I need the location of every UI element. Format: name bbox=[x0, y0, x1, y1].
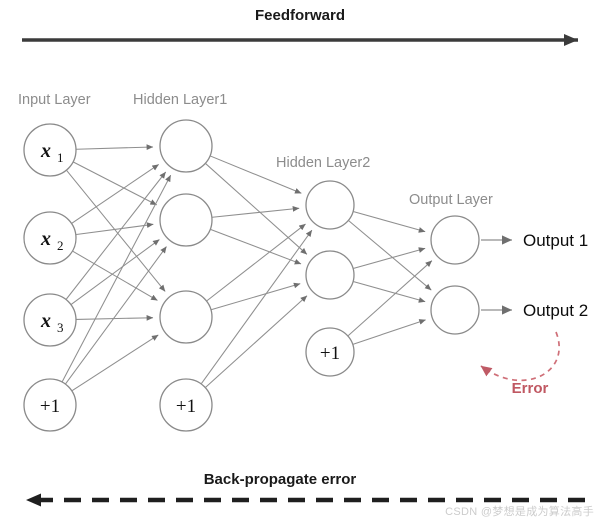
edge-h2-1-to-o1 bbox=[353, 211, 426, 233]
edge-h1-bias-to-h2-1 bbox=[201, 229, 313, 384]
layer-label-input: Input Layer bbox=[18, 92, 91, 108]
node-circle-x2 bbox=[23, 211, 77, 265]
node-h1-3 bbox=[159, 290, 213, 344]
output-2-label: Output 2 bbox=[523, 301, 588, 320]
error-label: Error bbox=[512, 380, 549, 397]
node-circle-in-bias bbox=[23, 378, 77, 432]
feedforward-header: Feedforward bbox=[22, 7, 578, 46]
edge-x3-to-h1-2 bbox=[71, 239, 160, 305]
edge-x2-to-h1-2 bbox=[76, 222, 154, 236]
node-label-h2-bias: +1 bbox=[320, 343, 340, 364]
error-curve-arrow bbox=[480, 331, 560, 382]
node-circle-h2-bias bbox=[305, 327, 355, 377]
edge-h2-bias-to-o1 bbox=[347, 260, 433, 337]
node-label-x1: x bbox=[40, 140, 51, 162]
backprop-footer: Back-propagate error bbox=[26, 471, 585, 507]
node-circle-h1-bias bbox=[159, 378, 213, 432]
edge-in-bias-to-h1-1 bbox=[61, 174, 172, 382]
node-h2-1 bbox=[305, 180, 355, 230]
edge-x3-to-h1-3 bbox=[76, 314, 154, 321]
backprop-title: Back-propagate error bbox=[204, 471, 357, 488]
node-circle-h1-1 bbox=[159, 119, 213, 173]
layer-label-hidden2: Hidden Layer2 bbox=[276, 155, 370, 171]
node-circle-x1 bbox=[23, 123, 77, 177]
edge-h2-2-to-o1 bbox=[353, 247, 426, 269]
node-o1 bbox=[430, 215, 480, 265]
edge-x3-to-h1-1 bbox=[65, 171, 167, 300]
layer-labels: Input Layer Hidden Layer1 Hidden Layer2 … bbox=[18, 92, 493, 208]
edge-h1-2-to-h2-1 bbox=[212, 205, 300, 218]
node-h1-bias: +1 bbox=[159, 378, 213, 432]
node-subscript-x1: 1 bbox=[57, 150, 64, 165]
layer-label-output: Output Layer bbox=[409, 192, 493, 208]
edge-x1-to-h1-2 bbox=[73, 161, 157, 206]
edge-h1-bias-to-h2-2 bbox=[205, 295, 308, 388]
edge-in-bias-to-h1-3 bbox=[71, 334, 159, 392]
edge-h1-1-to-h2-2 bbox=[205, 163, 308, 255]
node-h2-2 bbox=[305, 250, 355, 300]
edge-h1-3-to-h2-1 bbox=[206, 223, 306, 302]
connection-edges bbox=[61, 144, 433, 392]
node-subscript-x3: 3 bbox=[57, 320, 64, 335]
node-label-in-bias: +1 bbox=[40, 396, 60, 417]
node-subscript-x2: 2 bbox=[57, 238, 64, 253]
error-annotation: Error bbox=[480, 331, 560, 397]
node-circle-h1-2 bbox=[159, 193, 213, 247]
watermark: CSDN @梦想是成为算法高手 bbox=[445, 506, 594, 518]
node-in-bias: +1 bbox=[23, 378, 77, 432]
node-label-h1-bias: +1 bbox=[176, 396, 196, 417]
node-h2-bias: +1 bbox=[305, 327, 355, 377]
node-circle-o2 bbox=[430, 285, 480, 335]
edge-x2-to-h1-1 bbox=[71, 164, 159, 224]
edge-h1-3-to-h2-2 bbox=[211, 282, 301, 311]
edge-x1-to-h1-3 bbox=[66, 170, 166, 292]
output-1-label: Output 1 bbox=[523, 231, 588, 250]
edge-h2-2-to-o2 bbox=[353, 281, 426, 303]
edge-h2-bias-to-o2 bbox=[353, 319, 426, 345]
edge-in-bias-to-h1-2 bbox=[65, 246, 167, 384]
output-arrows: Output 1 Output 2 bbox=[481, 231, 588, 320]
edge-x1-to-h1-1 bbox=[76, 144, 154, 151]
node-circle-h2-1 bbox=[305, 180, 355, 230]
node-circle-x3 bbox=[23, 293, 77, 347]
edge-h2-1-to-o2 bbox=[348, 220, 432, 291]
edge-h1-2-to-h2-2 bbox=[210, 228, 302, 265]
node-circle-h2-2 bbox=[305, 250, 355, 300]
node-circle-h1-3 bbox=[159, 290, 213, 344]
edge-h1-1-to-h2-1 bbox=[210, 155, 302, 194]
node-h1-1 bbox=[159, 119, 213, 173]
layer-label-hidden1: Hidden Layer1 bbox=[133, 92, 227, 108]
node-o2 bbox=[430, 285, 480, 335]
node-h1-2 bbox=[159, 193, 213, 247]
feedforward-title: Feedforward bbox=[255, 7, 345, 24]
edge-x2-to-h1-3 bbox=[72, 250, 158, 301]
node-label-x3: x bbox=[40, 310, 51, 332]
node-circle-o1 bbox=[430, 215, 480, 265]
node-label-x2: x bbox=[40, 228, 51, 250]
